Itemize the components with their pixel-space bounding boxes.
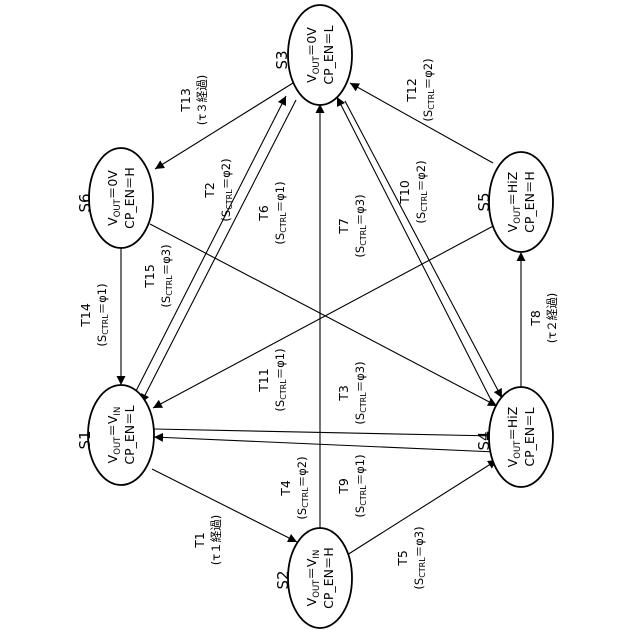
state-s4-cp-en: CP_EN＝L (522, 407, 537, 466)
transition-t11-label: T11 (SCTRL＝φ1) (256, 348, 288, 411)
transition-t15-condition: (SCTRL＝φ3) (159, 244, 174, 307)
transition-t2-name: T2 (202, 182, 217, 199)
transition-t15-name: T15 (142, 264, 157, 289)
transition-t13-condition: (τ３経過) (195, 75, 209, 125)
transition-t3-label: T3 (SCTRL＝φ3) (336, 361, 368, 424)
transition-t13-name: T13 (178, 88, 193, 113)
state-s2: VOUT＝VIN CP_EN＝H S2 (274, 528, 352, 628)
state-s5-ellipse (489, 152, 553, 252)
transition-t1-label: T1 (τ１経過) (192, 515, 223, 565)
state-s3-cp-en: CP_EN＝L (321, 25, 336, 84)
transition-t14-condition: (SCTRL＝φ1) (95, 283, 110, 346)
state-s4: VOUT＝HiZ CP_EN＝L S4 (475, 387, 553, 487)
transition-t12-condition: (SCTRL＝φ2) (421, 58, 436, 121)
state-s1-ellipse (88, 385, 154, 485)
state-s6-cp-en: CP_EN＝H (122, 167, 137, 229)
state-s2-name: S2 (274, 570, 292, 589)
state-s1: VOUT＝VIN CP_EN＝L S1 (76, 385, 154, 485)
transition-t10-label: T10 (SCTRL＝φ2) (397, 160, 429, 223)
transition-t5-name: T5 (395, 550, 410, 567)
transition-t10-name: T10 (397, 180, 412, 205)
transition-t14-name: T14 (78, 303, 93, 328)
state-s3-name: S3 (273, 50, 291, 69)
transition-t11-condition: (SCTRL＝φ1) (273, 348, 288, 411)
state-s2-cp-en: CP_EN＝H (321, 547, 336, 609)
transition-t15-label: T15 (SCTRL＝φ3) (142, 244, 174, 307)
transition-t2-label: T2 (SCTRL＝φ2) (202, 158, 234, 221)
transition-t1-condition: (τ１経過) (209, 515, 223, 565)
transition-t8-label: T8 (τ２経過) (528, 293, 559, 343)
transition-t6-condition: (SCTRL＝φ1) (273, 181, 288, 244)
edge-t7 (345, 101, 502, 398)
transition-t9-label: T9 (SCTRL＝φ1) (336, 454, 368, 517)
transition-t12-label: T12 (SCTRL＝φ2) (404, 58, 436, 121)
state-s6-ellipse (89, 148, 153, 248)
transition-t2-condition: (SCTRL＝φ2) (219, 158, 234, 221)
transition-t8-condition: (τ２経過) (545, 293, 559, 343)
transition-t13-label: T13 (τ３経過) (178, 75, 209, 125)
state-s1-cp-en: CP_EN＝L (122, 405, 137, 464)
transition-t6-label: T6 (SCTRL＝φ1) (256, 181, 288, 244)
transition-t6-name: T6 (256, 205, 271, 222)
transition-t9-condition: (SCTRL＝φ1) (353, 454, 368, 517)
transition-t7-label: T7 (SCTRL＝φ3) (336, 194, 368, 257)
transition-t7-condition: (SCTRL＝φ3) (353, 194, 368, 257)
state-s4-name: S4 (475, 431, 493, 450)
state-s5: VOUT＝HiZ CP_EN＝H S5 (475, 152, 553, 252)
edge-t9 (154, 437, 496, 452)
transition-t1-name: T1 (192, 532, 207, 549)
state-s6: VOUT＝0V CP_EN＝H S6 (76, 148, 153, 248)
transition-t11-name: T11 (256, 368, 271, 393)
state-s4-ellipse (489, 387, 553, 487)
state-s5-cp-en: CP_EN＝H (522, 171, 537, 233)
transition-t12-name: T12 (404, 78, 419, 103)
transition-t7-name: T7 (336, 218, 351, 235)
transition-edges (121, 83, 521, 555)
state-s3: VOUT＝0V CP_EN＝L S3 (273, 5, 352, 105)
transition-t4-label: T4 (SCTRL＝φ2) (278, 456, 310, 519)
transition-t4-name: T4 (278, 480, 293, 497)
transition-t5-label: T5 (SCTRL＝φ3) (395, 526, 427, 589)
transition-t4-condition: (SCTRL＝φ2) (295, 456, 310, 519)
state-s6-name: S6 (76, 193, 94, 212)
transition-t5-condition: (SCTRL＝φ3) (412, 526, 427, 589)
edge-t13 (155, 83, 293, 169)
transition-t3-condition: (SCTRL＝φ3) (353, 361, 368, 424)
transition-t8-name: T8 (528, 310, 543, 327)
transition-t14-label: T14 (SCTRL＝φ1) (78, 283, 110, 346)
transition-t9-name: T9 (336, 478, 351, 495)
state-s2-ellipse (288, 528, 352, 628)
edge-t3 (154, 429, 496, 436)
state-s3-ellipse (288, 5, 352, 105)
edge-t1 (152, 469, 297, 542)
state-s5-name: S5 (475, 192, 493, 211)
state-s1-name: S1 (76, 430, 94, 449)
transition-t3-name: T3 (336, 385, 351, 402)
transition-t10-condition: (SCTRL＝φ2) (414, 160, 429, 223)
